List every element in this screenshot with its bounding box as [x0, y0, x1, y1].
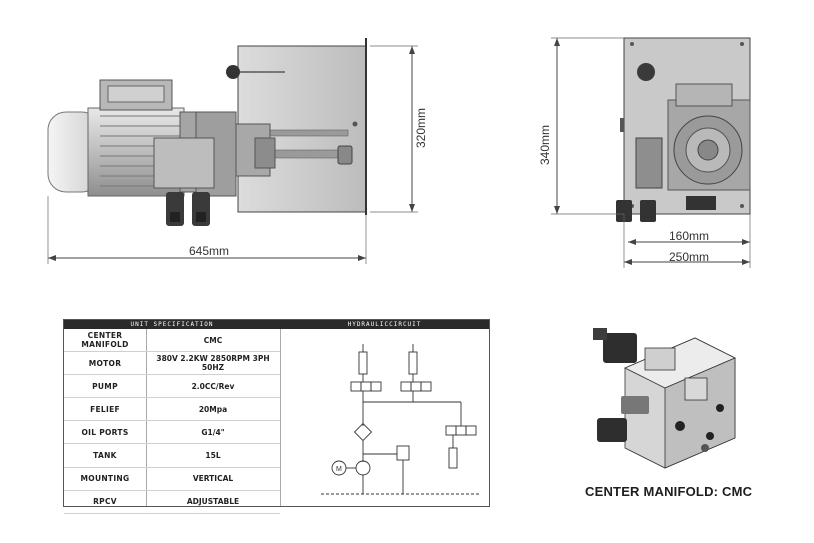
width-manifold-label: 160mm	[669, 229, 710, 243]
spec-title: UNIT SPECIFICATION	[64, 320, 280, 329]
side-solenoid	[616, 200, 632, 222]
spec-row: CENTER MANIFOLD CMC	[64, 329, 280, 353]
spec-row: MOUNTING VERTICAL	[64, 468, 280, 491]
width-right-total-label: 250mm	[669, 250, 710, 264]
spec-value: 15L	[205, 451, 221, 461]
spec-value: 20Mpa	[198, 404, 228, 414]
spec-value: G1/4"	[201, 427, 225, 437]
spec-value: ADJUSTABLE	[186, 497, 240, 507]
hydraulic-title: HYDRAULICCIRCUIT	[280, 320, 489, 329]
hydraulic-circuit: M	[321, 344, 481, 495]
width-total-label: 645mm	[189, 244, 230, 258]
spec-row: TANK 15L	[64, 444, 280, 468]
spec-row: FELIEF 20Mpa	[64, 398, 280, 422]
motor-symbol: M	[336, 466, 342, 473]
spec-key: MOUNTING	[80, 474, 130, 484]
spec-table: UNIT SPECIFICATION HYDRAULICCIRCUIT CENT…	[63, 319, 490, 514]
front-view-drawing	[47, 37, 751, 268]
spec-key: OIL PORTS	[81, 427, 129, 437]
spec-key: RPCV	[93, 497, 117, 507]
filler-cap	[226, 65, 240, 79]
spec-row: MOTOR 380V 2.2KW 2850RPM 3PH 50HZ	[64, 352, 280, 376]
spec-value: CMC	[203, 335, 223, 345]
spec-key: PUMP	[92, 381, 118, 391]
side-filler-cap	[637, 63, 655, 81]
spec-rows: CENTER MANIFOLD CMC MOTOR 380V 2.2KW 2850RP…	[64, 329, 280, 514]
spec-key: CENTER MANIFOLD	[81, 331, 129, 350]
spec-key: MOTOR	[88, 358, 122, 368]
height-right-label: 340mm	[538, 124, 553, 166]
manifold-solenoid-2	[597, 418, 627, 442]
spec-row: PUMP 2.0CC/Rev	[64, 375, 280, 399]
spec-key: TANK	[93, 451, 117, 461]
spec-row: RPCV ADJUSTABLE	[64, 491, 280, 514]
height-left-label: 320mm	[414, 107, 429, 149]
spec-row: OIL PORTS G1/4"	[64, 421, 280, 445]
manifold-solenoid-1	[603, 333, 637, 363]
spec-value: VERTICAL	[192, 474, 234, 484]
spec-key: FELIEF	[90, 404, 120, 414]
center-manifold-caption: CENTER MANIFOLD: CMC	[585, 484, 753, 499]
spec-value: 2.0CC/Rev	[191, 381, 235, 391]
center-manifold-drawing	[593, 328, 736, 469]
spec-value: 380V 2.2KW 2850RPM 3PH 50HZ	[156, 354, 270, 373]
